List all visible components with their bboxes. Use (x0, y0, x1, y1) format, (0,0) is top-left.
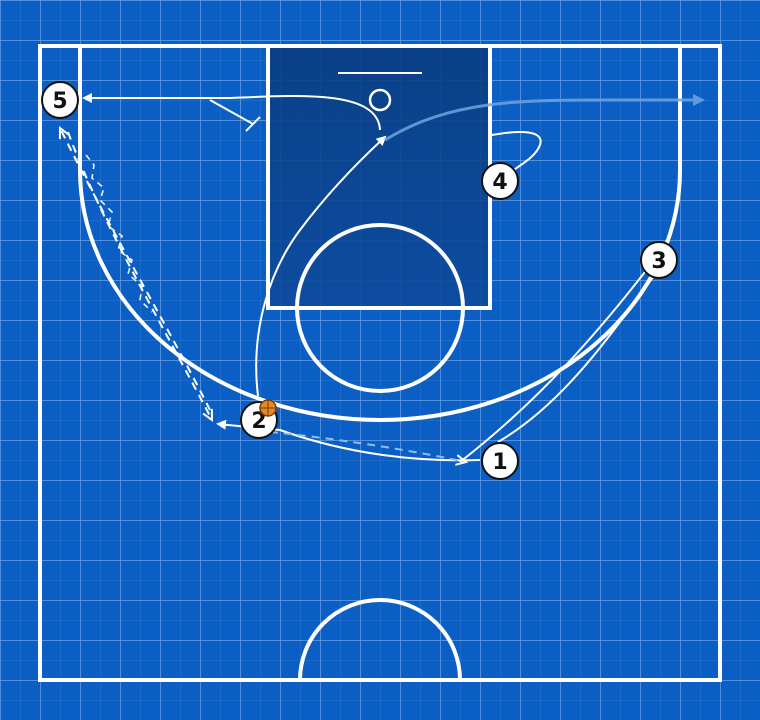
player-4-small-path (491, 131, 542, 179)
three-point-line (78, 46, 682, 422)
player-3-label: 3 (651, 249, 666, 274)
player-1-cut-path (497, 267, 661, 443)
player-5-cut-path (82, 93, 381, 131)
player-4-cut-path (384, 94, 705, 142)
pass-2-to-1-path (269, 431, 466, 462)
court-lines (38, 44, 722, 682)
player-2-label: 2 (251, 409, 266, 434)
player-5[interactable]: 5 (41, 81, 79, 119)
player-4-marker (481, 162, 519, 200)
player-3-cut-path (459, 267, 649, 463)
player-4-label: 4 (492, 170, 507, 195)
player-3-marker (640, 241, 678, 279)
player-2-cut-path (255, 135, 387, 397)
player-5-marker (41, 81, 79, 119)
basketball-icon (259, 399, 277, 417)
paint-area (268, 46, 490, 308)
player-1-marker (481, 442, 519, 480)
free-throw-circle (295, 223, 465, 393)
center-circle (298, 598, 462, 681)
player-1-label: 1 (492, 450, 507, 475)
player-3[interactable]: 3 (640, 241, 678, 279)
screen-stem (209, 99, 254, 125)
play-movements (60, 93, 705, 463)
player-1[interactable]: 1 (481, 442, 519, 480)
player-4[interactable]: 4 (481, 162, 519, 200)
player-2[interactable]: 2 (240, 399, 278, 439)
basket-rim (368, 88, 392, 112)
player-5-label: 5 (52, 89, 67, 114)
